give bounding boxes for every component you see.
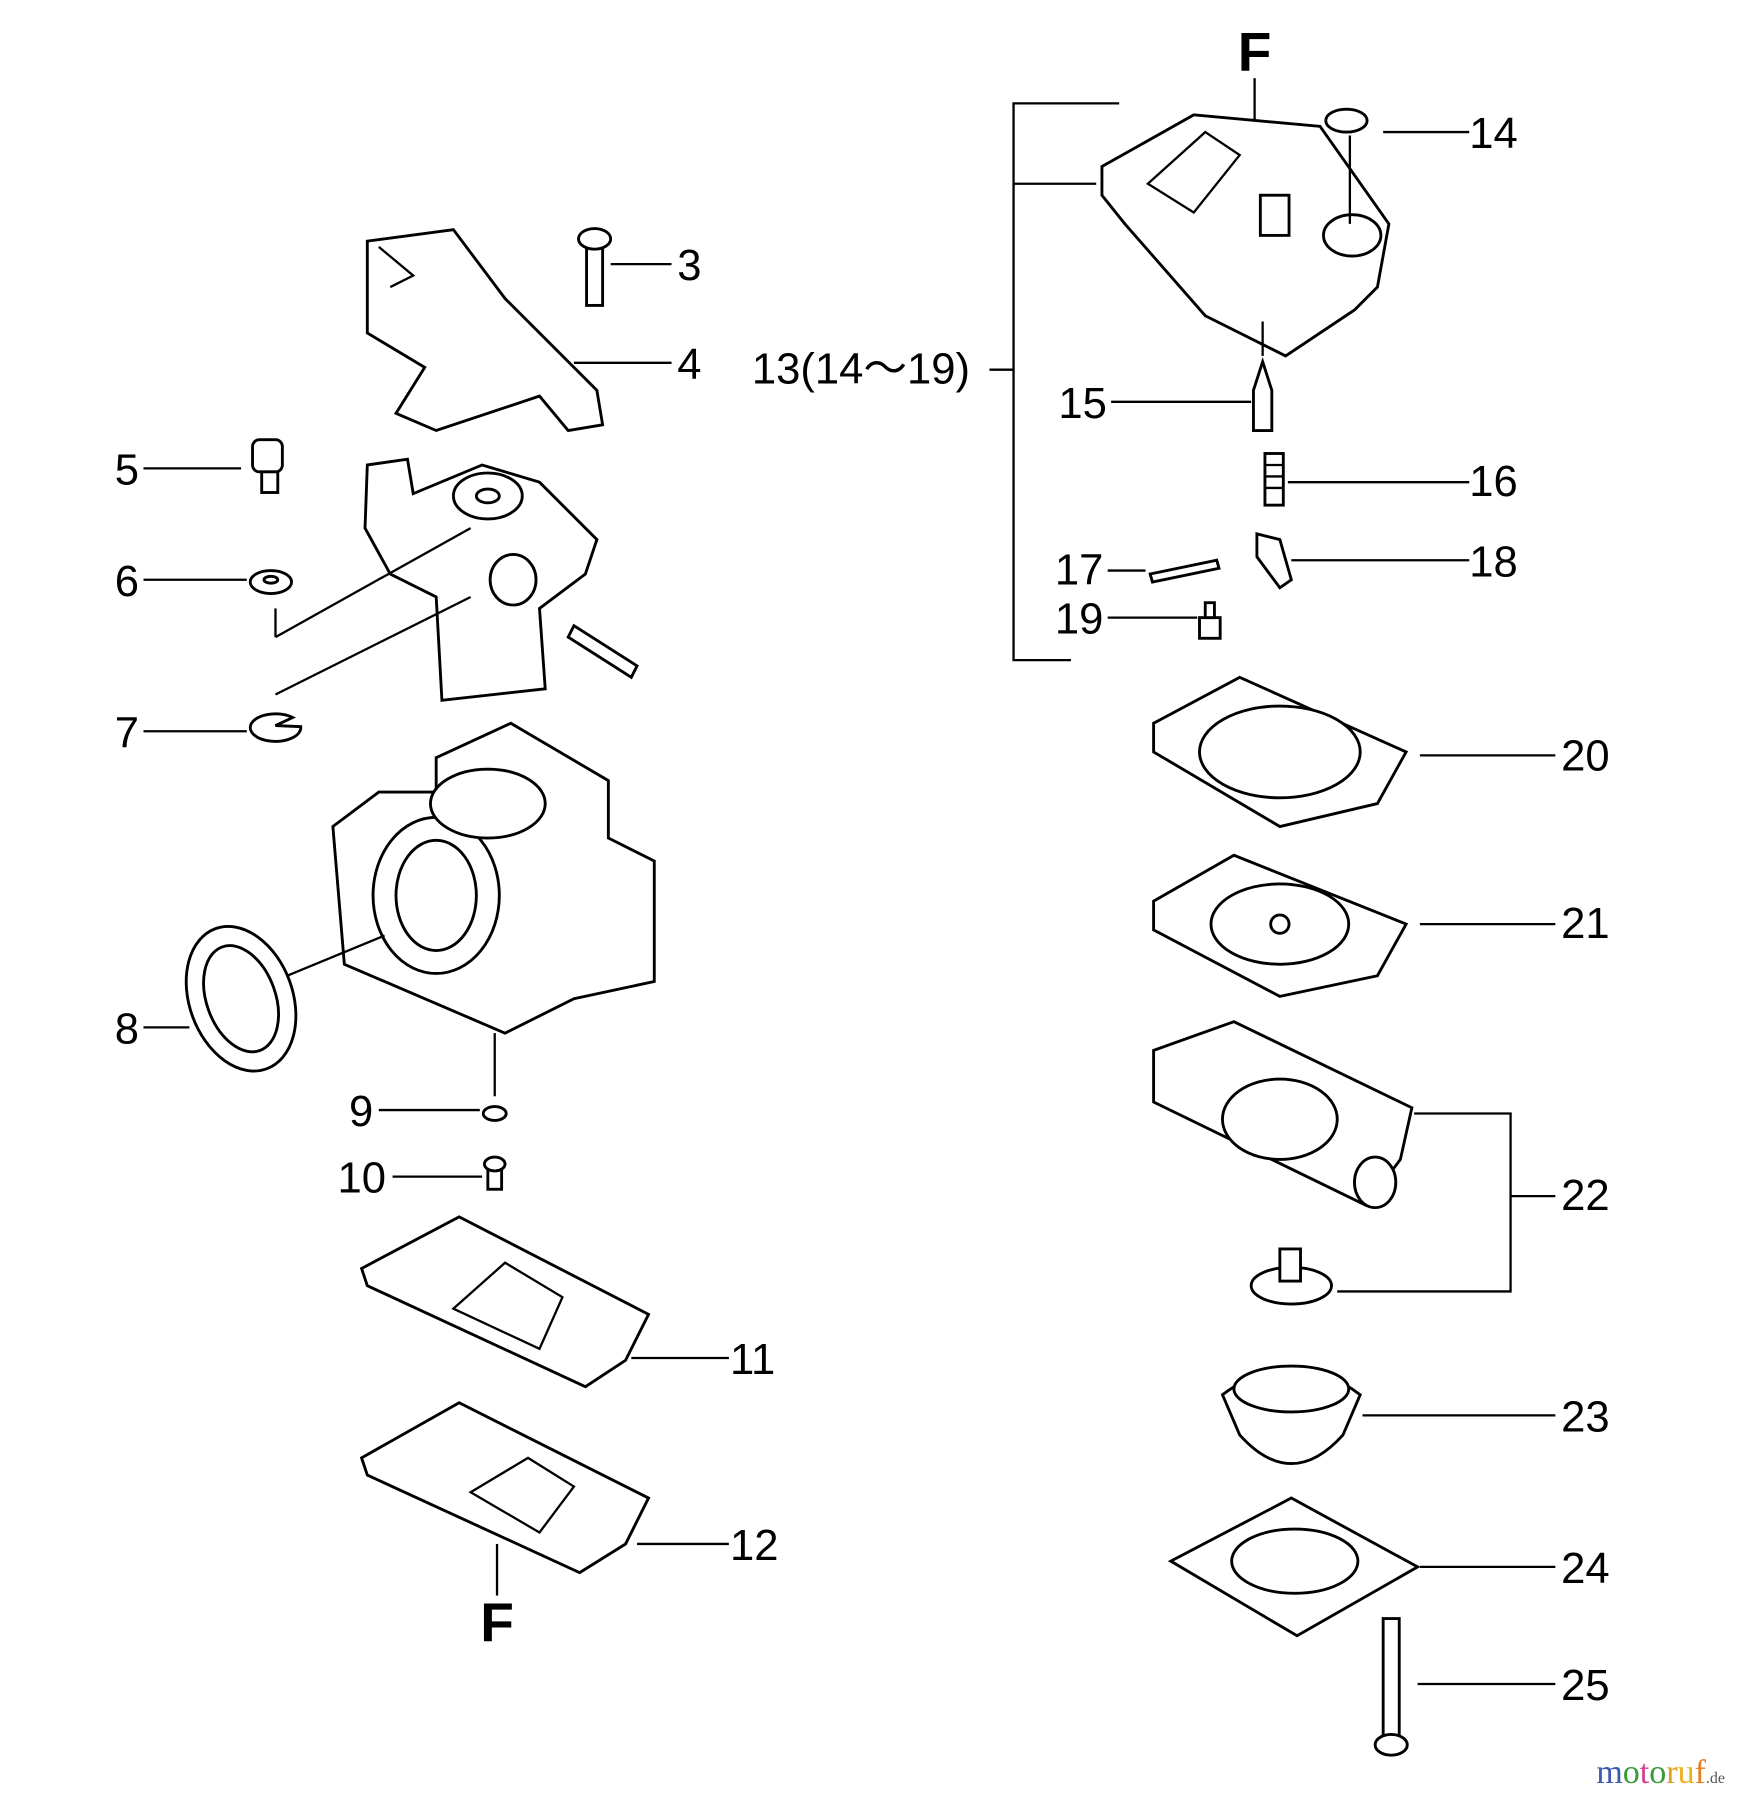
part-22-pump-body	[1152, 1020, 1414, 1210]
label-4: 4	[677, 341, 701, 389]
label-5: 5	[115, 446, 139, 494]
carburetor-body	[331, 721, 656, 1035]
part-20-gasket	[1152, 675, 1409, 829]
watermark-suffix: .de	[1705, 1770, 1725, 1787]
label-6: 6	[115, 558, 139, 606]
part-10-screw	[482, 1155, 507, 1191]
label-8: 8	[115, 1005, 139, 1053]
label-14: 14	[1469, 110, 1518, 158]
part-15-needle	[1252, 356, 1274, 432]
marker-f-top: F	[1238, 21, 1272, 83]
label-13: 13(14～19)	[752, 345, 970, 393]
part-4-lever	[365, 228, 605, 433]
label-19: 19	[1055, 596, 1104, 644]
label-24: 24	[1561, 1545, 1610, 1593]
part-19-screw	[1198, 601, 1222, 640]
part-5-screw	[251, 438, 284, 494]
part-21-diaphragm	[1152, 853, 1409, 998]
part-13-pump-cover	[1100, 113, 1391, 358]
label-23: 23	[1561, 1393, 1610, 1441]
marker-f-bottom: F	[480, 1592, 514, 1654]
part-16-spring	[1263, 452, 1285, 507]
label-7: 7	[115, 709, 139, 757]
label-9: 9	[349, 1088, 373, 1136]
part-3-screw	[577, 227, 613, 307]
part-23-primer-bulb	[1220, 1364, 1362, 1466]
label-10: 10	[337, 1155, 386, 1203]
part-18-lever	[1255, 531, 1293, 590]
part-9-o-ring	[481, 1105, 508, 1122]
label-25: 25	[1561, 1662, 1610, 1710]
callout-labels: 3 4 5 6 7 8 9 10 11 12 13(14～19) 14 15 1…	[115, 110, 1610, 1710]
label-17: 17	[1055, 546, 1104, 594]
label-3: 3	[677, 242, 701, 290]
label-11: 11	[730, 1336, 775, 1384]
part-6-washer	[248, 569, 293, 595]
part-24-retainer	[1167, 1496, 1421, 1638]
part-8-seal-ring	[184, 924, 298, 1073]
label-22: 22	[1561, 1172, 1610, 1220]
label-16: 16	[1469, 458, 1518, 506]
label-15: 15	[1058, 380, 1107, 428]
part-22-check-valve	[1249, 1247, 1333, 1306]
part-14-filter-screen	[1324, 107, 1369, 134]
part-11-gasket	[359, 1215, 651, 1389]
label-12: 12	[730, 1522, 779, 1570]
part-7-clip	[248, 712, 303, 743]
label-18: 18	[1469, 538, 1518, 586]
throttle-body	[363, 457, 639, 702]
label-20: 20	[1561, 732, 1610, 780]
part-12-diaphragm	[359, 1401, 651, 1575]
label-21: 21	[1561, 900, 1610, 948]
part-25-screw	[1373, 1617, 1409, 1757]
watermark-logo: motoruf.de	[1596, 1754, 1725, 1791]
part-17-pin	[1148, 558, 1221, 584]
